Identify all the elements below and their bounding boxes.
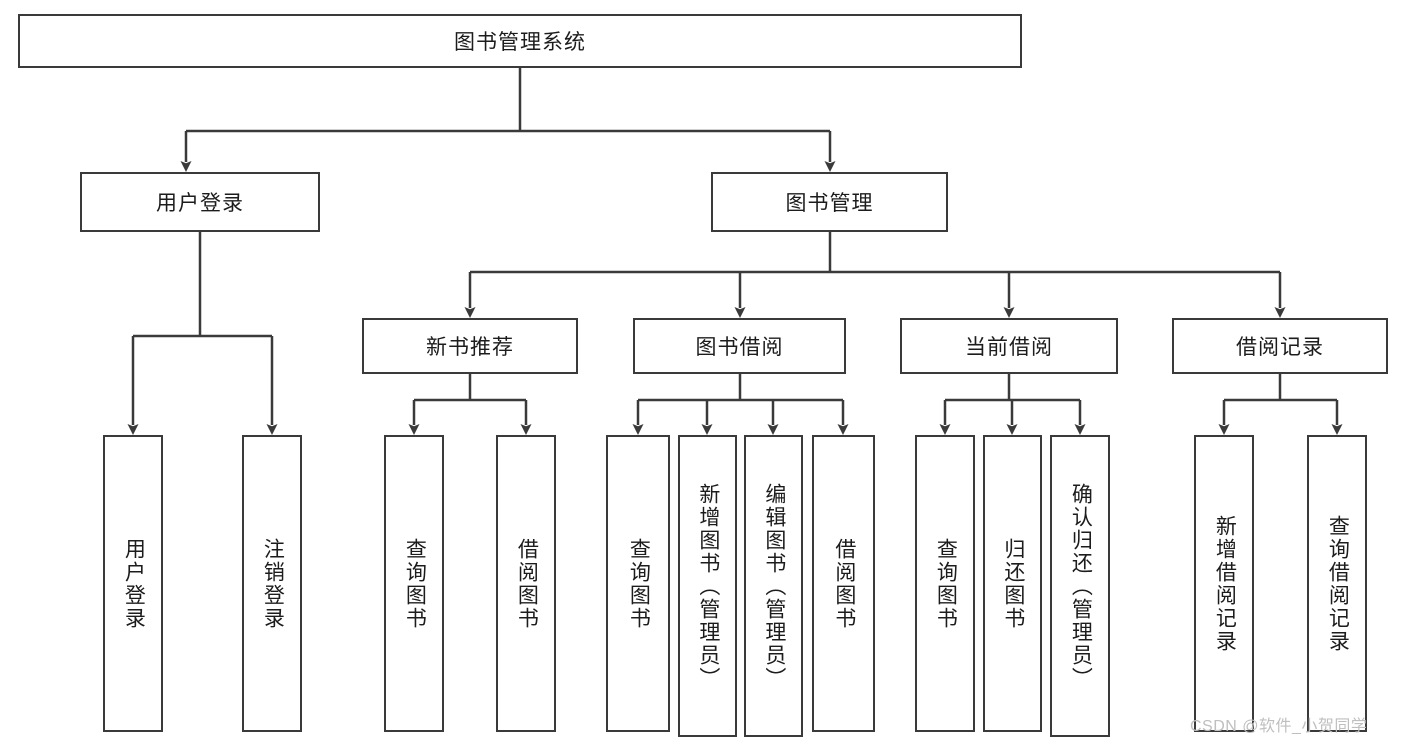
node-label: 当前借阅 — [965, 336, 1053, 359]
node-label: 图书管理系统 — [454, 31, 586, 54]
node-label: 新增借阅记录 — [1213, 514, 1237, 653]
leaf-return-book[interactable]: 归还图书 — [983, 435, 1042, 732]
node-label: 注销登录 — [261, 537, 285, 630]
node-label: 用户登录 — [156, 192, 244, 215]
node-book-borrow[interactable]: 图书借阅 — [633, 318, 846, 374]
node-new-book-recommend[interactable]: 新书推荐 — [362, 318, 578, 374]
node-label: 查询图书 — [934, 537, 958, 630]
node-label: 确认归还（管理员） — [1069, 482, 1093, 690]
node-label: 新增图书（管理员） — [696, 482, 720, 690]
node-label: 借阅记录 — [1236, 336, 1324, 359]
node-current-borrow[interactable]: 当前借阅 — [900, 318, 1118, 374]
node-label: 查询图书 — [403, 537, 427, 630]
node-label: 借阅图书 — [832, 537, 856, 630]
node-label: 归还图书 — [1001, 537, 1025, 630]
node-user-login[interactable]: 用户登录 — [80, 172, 320, 232]
leaf-query-book-borrow[interactable]: 查询图书 — [606, 435, 670, 732]
csdn-watermark: CSDN @软件_小贺同学 — [1190, 718, 1368, 735]
node-label: 图书借阅 — [695, 336, 784, 359]
node-root-system[interactable]: 图书管理系统 — [18, 14, 1022, 68]
node-label: 查询图书 — [627, 537, 651, 630]
node-label: 借阅图书 — [515, 537, 539, 630]
leaf-borrow-book-recommend[interactable]: 借阅图书 — [496, 435, 556, 732]
leaf-add-borrow-record[interactable]: 新增借阅记录 — [1194, 435, 1254, 732]
node-book-management[interactable]: 图书管理 — [711, 172, 948, 232]
leaf-confirm-return-admin[interactable]: 确认归还（管理员） — [1050, 435, 1110, 737]
leaf-user-logout[interactable]: 注销登录 — [242, 435, 302, 732]
node-label: 新书推荐 — [426, 336, 514, 359]
node-label: 编辑图书（管理员） — [762, 482, 786, 690]
leaf-query-book-recommend[interactable]: 查询图书 — [384, 435, 444, 732]
leaf-user-login[interactable]: 用户登录 — [103, 435, 163, 732]
node-label: 查询借阅记录 — [1326, 514, 1350, 653]
node-label: 图书管理 — [785, 192, 874, 215]
leaf-edit-book-admin[interactable]: 编辑图书（管理员） — [744, 435, 803, 737]
leaf-add-book-admin[interactable]: 新增图书（管理员） — [678, 435, 737, 737]
leaf-borrow-book[interactable]: 借阅图书 — [812, 435, 875, 732]
leaf-query-book-current[interactable]: 查询图书 — [915, 435, 975, 732]
node-label: 用户登录 — [122, 537, 146, 630]
node-borrow-record[interactable]: 借阅记录 — [1172, 318, 1388, 374]
leaf-query-borrow-record[interactable]: 查询借阅记录 — [1307, 435, 1367, 732]
